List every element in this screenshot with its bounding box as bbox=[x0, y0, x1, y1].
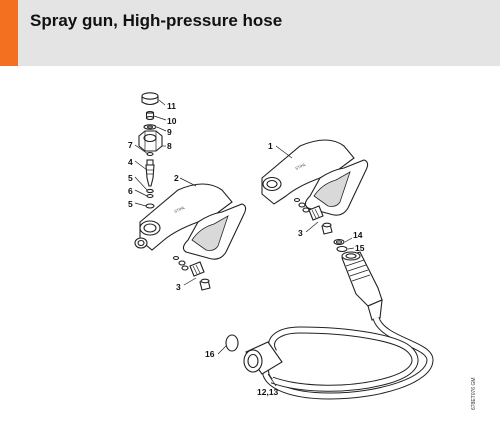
part-nut-8 bbox=[138, 130, 163, 152]
callout-7: 7 bbox=[128, 140, 133, 150]
spray-gun-2: STIHL bbox=[134, 183, 247, 260]
leader-lines bbox=[134, 99, 355, 387]
orange-accent-bar bbox=[0, 0, 18, 66]
part-ring-6 bbox=[146, 193, 154, 199]
callout-10: 10 bbox=[167, 116, 177, 126]
exploded-parts-diagram: STIHL STIHL bbox=[128, 92, 477, 410]
callout-12-13: 12,13 bbox=[257, 387, 279, 397]
part-oring-5-lower bbox=[145, 203, 155, 209]
callout-11: 11 bbox=[167, 101, 176, 111]
part-oring-5-upper bbox=[146, 188, 154, 194]
callout-8: 8 bbox=[167, 141, 172, 151]
high-pressure-hose bbox=[243, 316, 434, 400]
header-bar: Spray gun, High-pressure hose bbox=[0, 0, 500, 66]
page-title: Spray gun, High-pressure hose bbox=[30, 11, 283, 30]
part-valve-set-3-right bbox=[293, 197, 333, 235]
part-oring-15 bbox=[336, 245, 348, 253]
hose-coupling bbox=[341, 251, 383, 321]
callout-6: 6 bbox=[128, 186, 133, 196]
callout-2: 2 bbox=[174, 173, 179, 183]
reference-code: 678ET076 GM bbox=[471, 377, 477, 410]
callout-4: 4 bbox=[128, 157, 133, 167]
part-ring-7 bbox=[146, 151, 154, 157]
callout-9: 9 bbox=[167, 127, 172, 137]
part-nozzle-4 bbox=[145, 159, 155, 187]
callout-3-right: 3 bbox=[298, 228, 303, 238]
spray-gun-1: STIHL bbox=[261, 139, 369, 216]
svg-text:STIHL: STIHL bbox=[294, 161, 307, 171]
part-washer-9 bbox=[143, 124, 157, 130]
callout-3-left: 3 bbox=[176, 282, 181, 292]
part-oring-14 bbox=[333, 238, 345, 246]
callout-14: 14 bbox=[353, 230, 363, 240]
part-screw-10 bbox=[145, 110, 155, 121]
callout-15: 15 bbox=[355, 243, 365, 253]
part-valve-set-3-left bbox=[172, 255, 211, 291]
callout-5-upper: 5 bbox=[128, 173, 133, 183]
callout-16: 16 bbox=[205, 349, 215, 359]
part-oring-16 bbox=[225, 334, 239, 352]
callout-5-lower: 5 bbox=[128, 199, 133, 209]
callout-1: 1 bbox=[268, 141, 273, 151]
svg-text:STIHL: STIHL bbox=[173, 204, 186, 214]
part-cap-11 bbox=[141, 92, 159, 106]
